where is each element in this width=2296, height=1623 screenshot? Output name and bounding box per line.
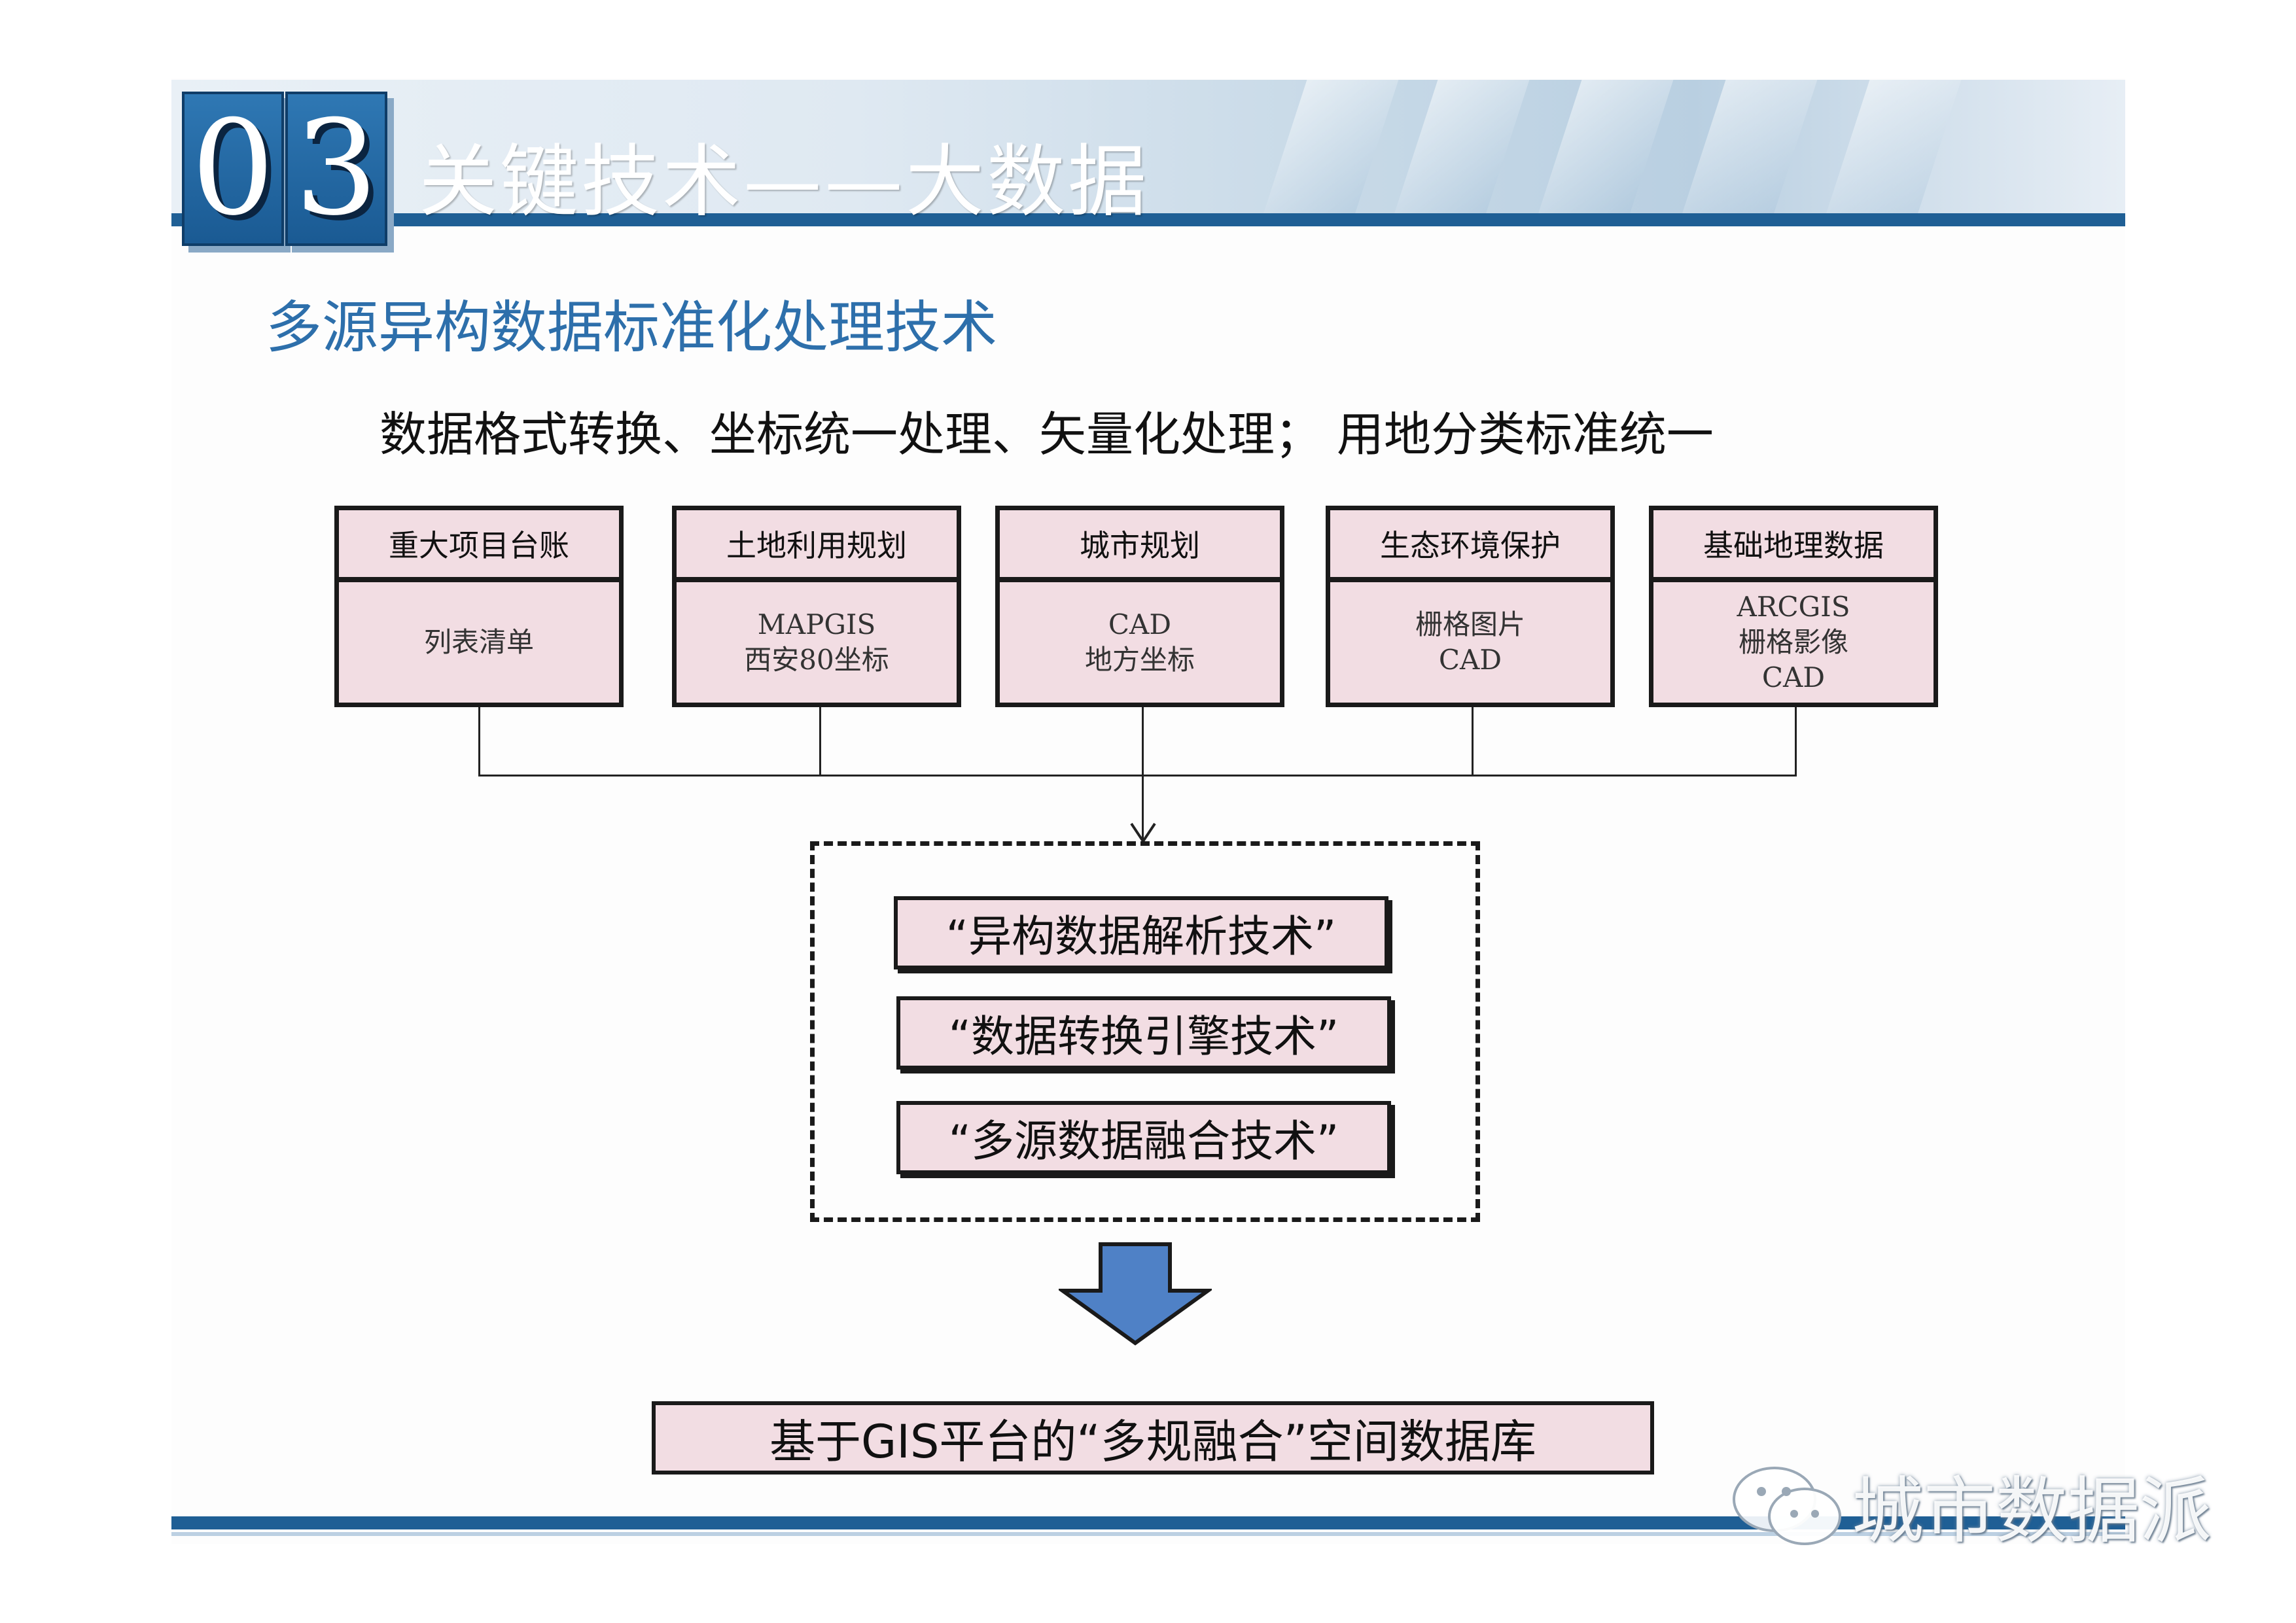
source-body: 栅格图片 CAD xyxy=(1330,582,1610,703)
header-decoration xyxy=(1391,80,1530,222)
footer-line xyxy=(171,1516,2125,1529)
watermark-text: 城市数据派 xyxy=(1852,1469,2212,1553)
header-decoration xyxy=(1823,80,1962,222)
source-line: MAPGIS xyxy=(757,608,876,640)
source-box-major-projects: 重大项目台账 列表清单 xyxy=(334,506,624,707)
source-title: 重大项目台账 xyxy=(339,510,619,582)
source-title: 生态环境保护 xyxy=(1330,510,1610,582)
source-line: 地方坐标 xyxy=(1084,644,1195,676)
source-line: 列表清单 xyxy=(423,626,534,658)
arrowhead-icon xyxy=(1130,822,1156,844)
source-box-basic-geographic-data: 基础地理数据 ARCGIS 栅格影像 CAD xyxy=(1649,506,1938,707)
source-box-urban-planning: 城市规划 CAD 地方坐标 xyxy=(995,506,1284,707)
connector-line xyxy=(1142,775,1144,840)
source-title: 基础地理数据 xyxy=(1653,510,1934,582)
header-decoration xyxy=(1260,80,1399,222)
footer-line-light xyxy=(171,1532,2125,1536)
header-band xyxy=(171,80,2125,222)
subtitle: 数据格式转换、坐标统一处理、矢量化处理； 用地分类标准统一 xyxy=(380,407,1714,462)
technique-box: “数据转换引擎技术” xyxy=(896,996,1391,1070)
source-line: CAD xyxy=(1761,661,1826,693)
connector-line xyxy=(1795,707,1797,777)
connector-line xyxy=(1142,707,1144,777)
source-body: ARCGIS 栅格影像 CAD xyxy=(1653,582,1934,703)
wechat-icon xyxy=(1733,1467,1841,1545)
connector-line xyxy=(1472,707,1474,777)
processing-group xyxy=(810,841,1480,1222)
source-line: CAD xyxy=(1108,608,1172,640)
source-line: 西安80坐标 xyxy=(744,644,889,676)
source-box-ecological-protection: 生态环境保护 栅格图片 CAD xyxy=(1326,506,1615,707)
source-title: 城市规划 xyxy=(1000,510,1280,582)
source-title: 土地利用规划 xyxy=(677,510,957,582)
source-line: ARCGIS xyxy=(1737,591,1850,623)
technique-box: “异构数据解析技术” xyxy=(894,896,1388,969)
source-line: CAD xyxy=(1438,644,1502,676)
header-decoration xyxy=(1535,80,1674,222)
source-body: 列表清单 xyxy=(339,582,619,703)
watermark: 城市数据派 xyxy=(1727,1459,2212,1553)
connector-line xyxy=(478,707,480,777)
section-number-digit-2: 3 xyxy=(285,92,387,246)
page-title: 关键技术——大数据 xyxy=(419,137,1149,228)
header-underline xyxy=(171,213,2125,226)
source-line: 栅格图片 xyxy=(1415,608,1525,640)
connector-line xyxy=(819,707,821,777)
header-decoration xyxy=(1679,80,1818,222)
source-body: MAPGIS 西安80坐标 xyxy=(677,582,957,703)
connector-bus xyxy=(478,775,1797,777)
technique-box: “多源数据融合技术” xyxy=(896,1101,1391,1174)
source-line: 栅格影像 xyxy=(1738,626,1848,658)
section-number-digit-1: 0 xyxy=(182,92,284,246)
result-database-box: 基于GIS平台的“多规融合”空间数据库 xyxy=(652,1401,1654,1475)
section-title: 多源异构数据标准化处理技术 xyxy=(266,295,997,360)
source-box-land-use-planning: 土地利用规划 MAPGIS 西安80坐标 xyxy=(672,506,961,707)
down-arrow-icon xyxy=(1059,1242,1212,1346)
source-body: CAD 地方坐标 xyxy=(1000,582,1280,703)
